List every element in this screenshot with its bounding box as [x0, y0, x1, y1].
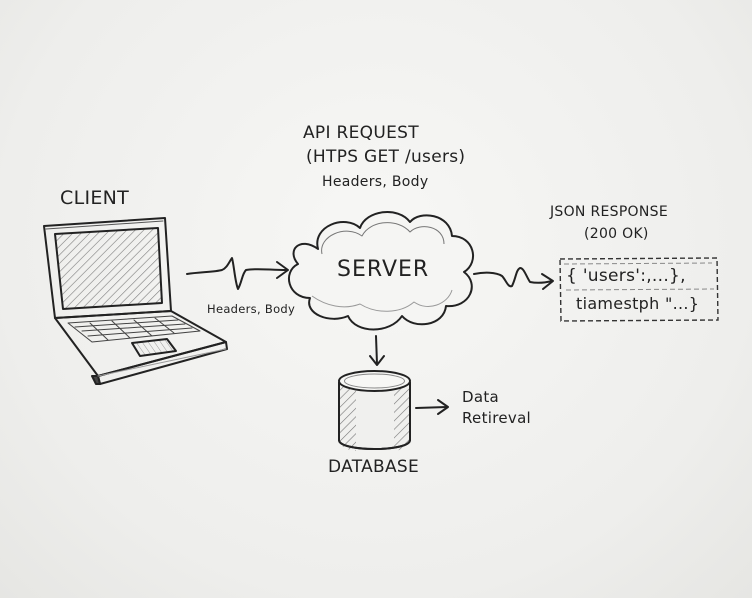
- response-arrow: [473, 267, 554, 290]
- request-method: (HTPS GET /users): [306, 147, 466, 167]
- request-arrow: [186, 257, 289, 290]
- response-body-line1: { 'users':,...},: [566, 266, 686, 286]
- database-label: DATABASE: [328, 457, 420, 477]
- request-parts: Headers, Body: [322, 174, 429, 190]
- query-arrow: [369, 335, 385, 366]
- server-cloud-icon: [288, 210, 474, 331]
- server-label: SERVER: [337, 257, 430, 282]
- database-icon: [338, 370, 411, 451]
- response-title: JSON RESPONSE: [550, 204, 668, 220]
- client-arrow-label: Headers, Body: [207, 302, 296, 316]
- response-status: (200 OK): [584, 226, 649, 242]
- retrieval-label-line1: Data: [462, 388, 500, 406]
- retrieval-label-line2: Retireval: [462, 409, 532, 427]
- response-body-line2: tiamestph "...}: [576, 294, 700, 313]
- laptop-icon: [43, 217, 228, 385]
- retrieval-arrow: [415, 399, 449, 415]
- request-title: API REQUEST: [303, 123, 419, 143]
- json-response-box: [559, 257, 719, 322]
- client-label: CLIENT: [60, 187, 130, 209]
